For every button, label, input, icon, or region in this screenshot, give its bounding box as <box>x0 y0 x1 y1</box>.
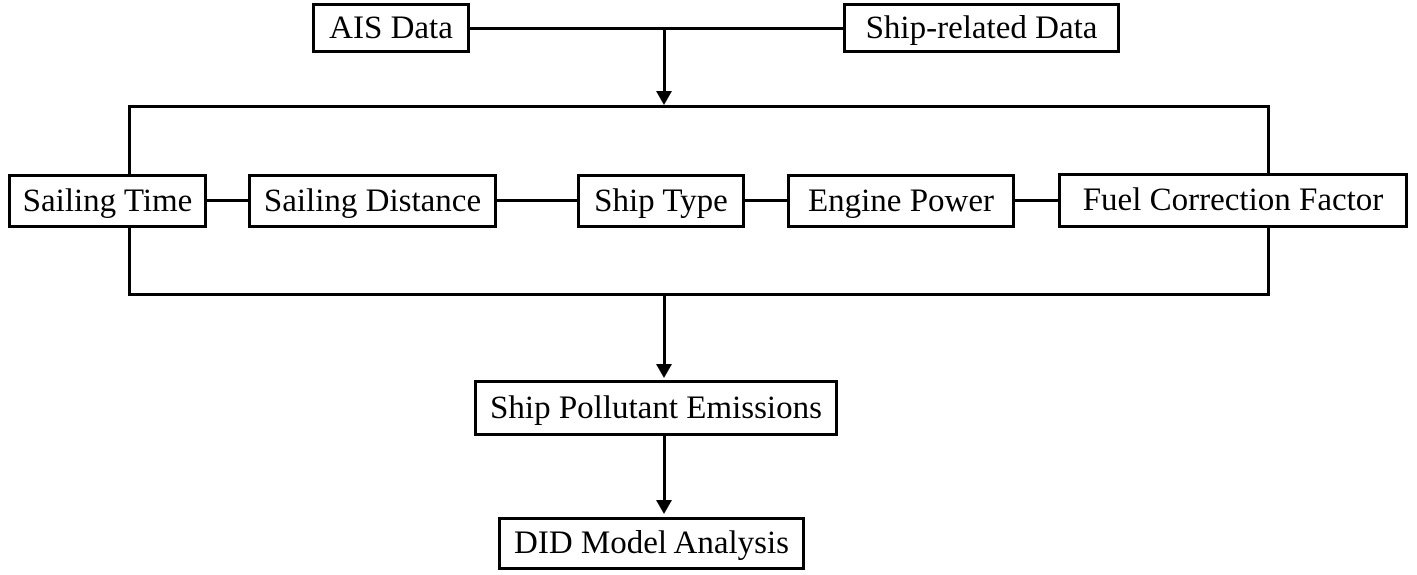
node-engine-power: Engine Power <box>787 174 1015 228</box>
connector-enginepower-fuelcorrection <box>1015 199 1058 202</box>
node-ais-data: AIS Data <box>312 3 470 53</box>
node-did-model-analysis: DID Model Analysis <box>498 517 805 570</box>
arrowhead-inputs-to-factors-icon <box>656 91 672 105</box>
connector-shiptype-enginepower <box>745 199 787 202</box>
node-fuel-correction-factor: Fuel Correction Factor <box>1058 173 1408 228</box>
node-ship-type: Ship Type <box>577 174 745 228</box>
connector-inputs-to-factors-shaft <box>663 27 666 93</box>
node-ship-related-data: Ship-related Data <box>843 3 1120 53</box>
connector-sailingtime-sailingdistance <box>207 199 248 202</box>
connector-factors-to-emissions-shaft <box>663 296 666 366</box>
arrowhead-emissions-to-did-icon <box>656 500 672 514</box>
connector-sailingdistance-shiptype <box>497 199 577 202</box>
arrowhead-factors-to-emissions-icon <box>656 364 672 378</box>
connector-top-horizontal <box>470 27 843 30</box>
node-ship-pollutant-emissions: Ship Pollutant Emissions <box>474 380 838 436</box>
connector-emissions-to-did-shaft <box>663 436 666 502</box>
node-sailing-distance: Sailing Distance <box>248 174 497 228</box>
node-sailing-time: Sailing Time <box>8 174 207 228</box>
